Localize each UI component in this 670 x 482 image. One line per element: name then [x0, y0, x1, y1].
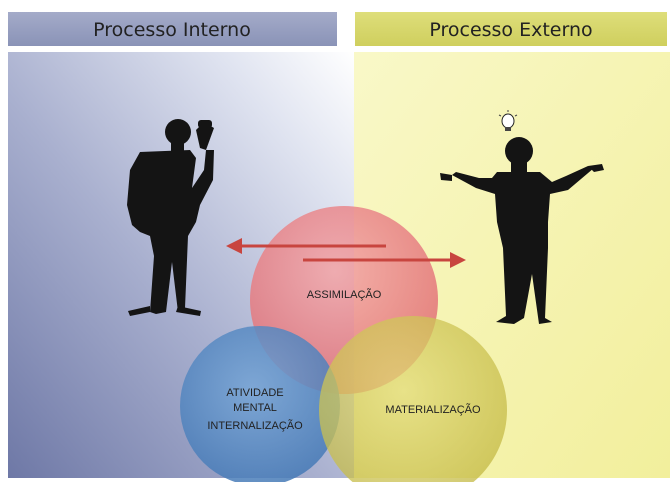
circle-materializacao: [319, 316, 507, 482]
atividade-label-line2: MENTAL: [233, 402, 277, 414]
atividade-label-line3: INTERNALIZAÇÃO: [207, 419, 303, 432]
arrow-right-icon: [303, 252, 466, 268]
left-header-title: Processo Interno: [93, 19, 251, 41]
shrugging-man-silhouette-icon: [440, 137, 604, 324]
arrow-left-icon: [226, 238, 386, 254]
atividade-label-line1: ATIVIDADE: [226, 387, 283, 399]
materializacao-label: MATERIALIZAÇÃO: [385, 403, 481, 416]
left-header-bar: [8, 12, 337, 46]
assimilacao-label: ASSIMILAÇÃO: [307, 288, 382, 301]
right-header-title: Processo Externo: [429, 19, 592, 41]
right-header-bar: [355, 12, 667, 46]
lightbulb-icon: [498, 110, 518, 131]
thinking-man-silhouette-icon: [127, 119, 214, 316]
circle-atividade-mental: [180, 326, 340, 482]
